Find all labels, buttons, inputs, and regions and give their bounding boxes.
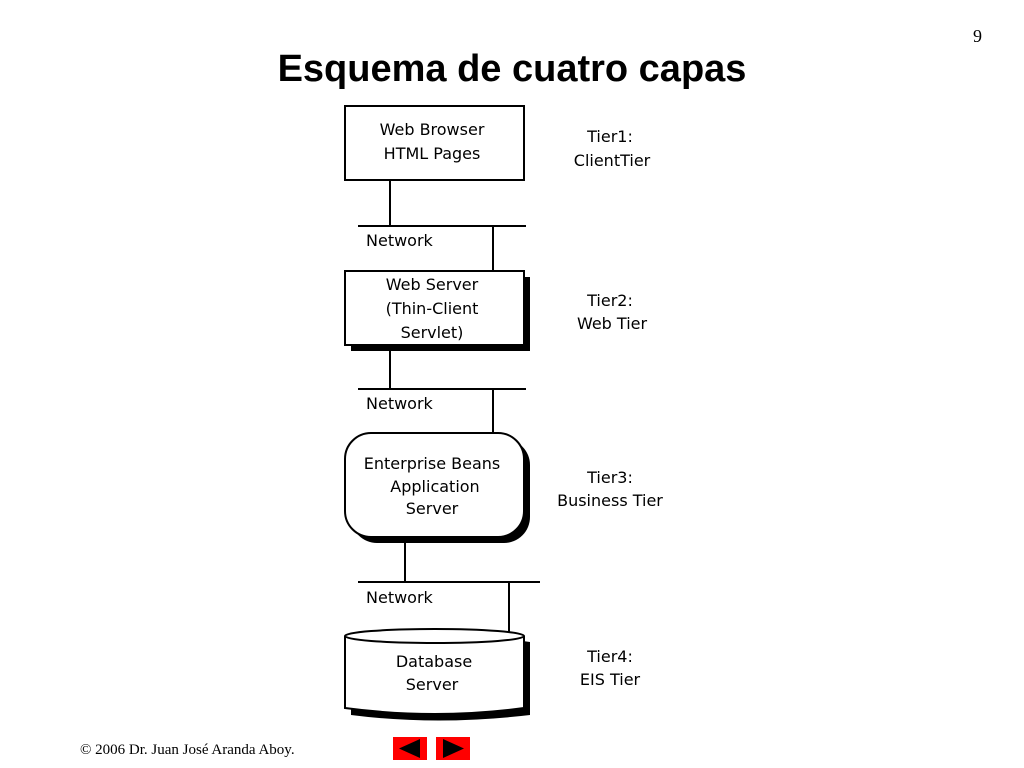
- tier3-box-line3: Server: [406, 499, 459, 518]
- tier2-box-line1: Web Server: [386, 275, 479, 294]
- triangle-right-icon: [443, 739, 464, 758]
- tier4-label-line1: Tier4:: [586, 647, 633, 666]
- tier3-box-line2: Application: [390, 477, 479, 496]
- tier1-label-line1: Tier1:: [586, 127, 633, 146]
- tier3-label-line2: Business Tier: [557, 491, 663, 510]
- page-number: 9: [973, 26, 982, 46]
- tier1-label-line2: ClientTier: [574, 151, 651, 170]
- network-2-label: Network: [366, 394, 434, 413]
- tier2-label: Tier2: Web Tier: [577, 291, 648, 333]
- tier4-box-line2: Server: [406, 675, 459, 694]
- tier2-label-line2: Web Tier: [577, 314, 648, 333]
- tier4-box-line1: Database: [396, 652, 472, 671]
- network-1: [358, 180, 526, 271]
- network-1-label: Network: [366, 231, 434, 250]
- tier4-label-line2: EIS Tier: [580, 670, 641, 689]
- tier2-box-line2: (Thin-Client: [386, 299, 479, 318]
- network-3-label: Network: [366, 588, 434, 607]
- tier3-label: Tier3: Business Tier: [557, 468, 663, 510]
- network-3: [358, 537, 540, 632]
- tier2-box: Web Server (Thin-Client Servlet): [344, 270, 530, 351]
- copyright-footer: © 2006 Dr. Juan José Aranda Aboy.: [80, 742, 295, 758]
- tier1-box-line1: Web Browser: [380, 120, 485, 139]
- tier2-box-line3: Servlet): [401, 323, 464, 342]
- next-slide-button[interactable]: [436, 737, 470, 760]
- network-2: [358, 345, 526, 433]
- triangle-left-icon: [399, 739, 420, 758]
- tier4-label: Tier4: EIS Tier: [580, 647, 641, 689]
- tier2-label-line1: Tier2:: [586, 291, 633, 310]
- tier3-box: Enterprise Beans Application Server: [344, 432, 530, 543]
- tier4-database-cylinder: Database Server: [344, 628, 530, 721]
- tier1-box: Web Browser HTML Pages: [344, 105, 525, 181]
- slide-title: Esquema de cuatro capas: [277, 48, 747, 90]
- tier3-label-line1: Tier3:: [586, 468, 633, 487]
- tier3-box-line1: Enterprise Beans: [364, 454, 501, 473]
- tier1-box-line2: HTML Pages: [384, 144, 481, 163]
- previous-slide-button[interactable]: [393, 737, 427, 760]
- tier1-label: Tier1: ClientTier: [574, 127, 651, 170]
